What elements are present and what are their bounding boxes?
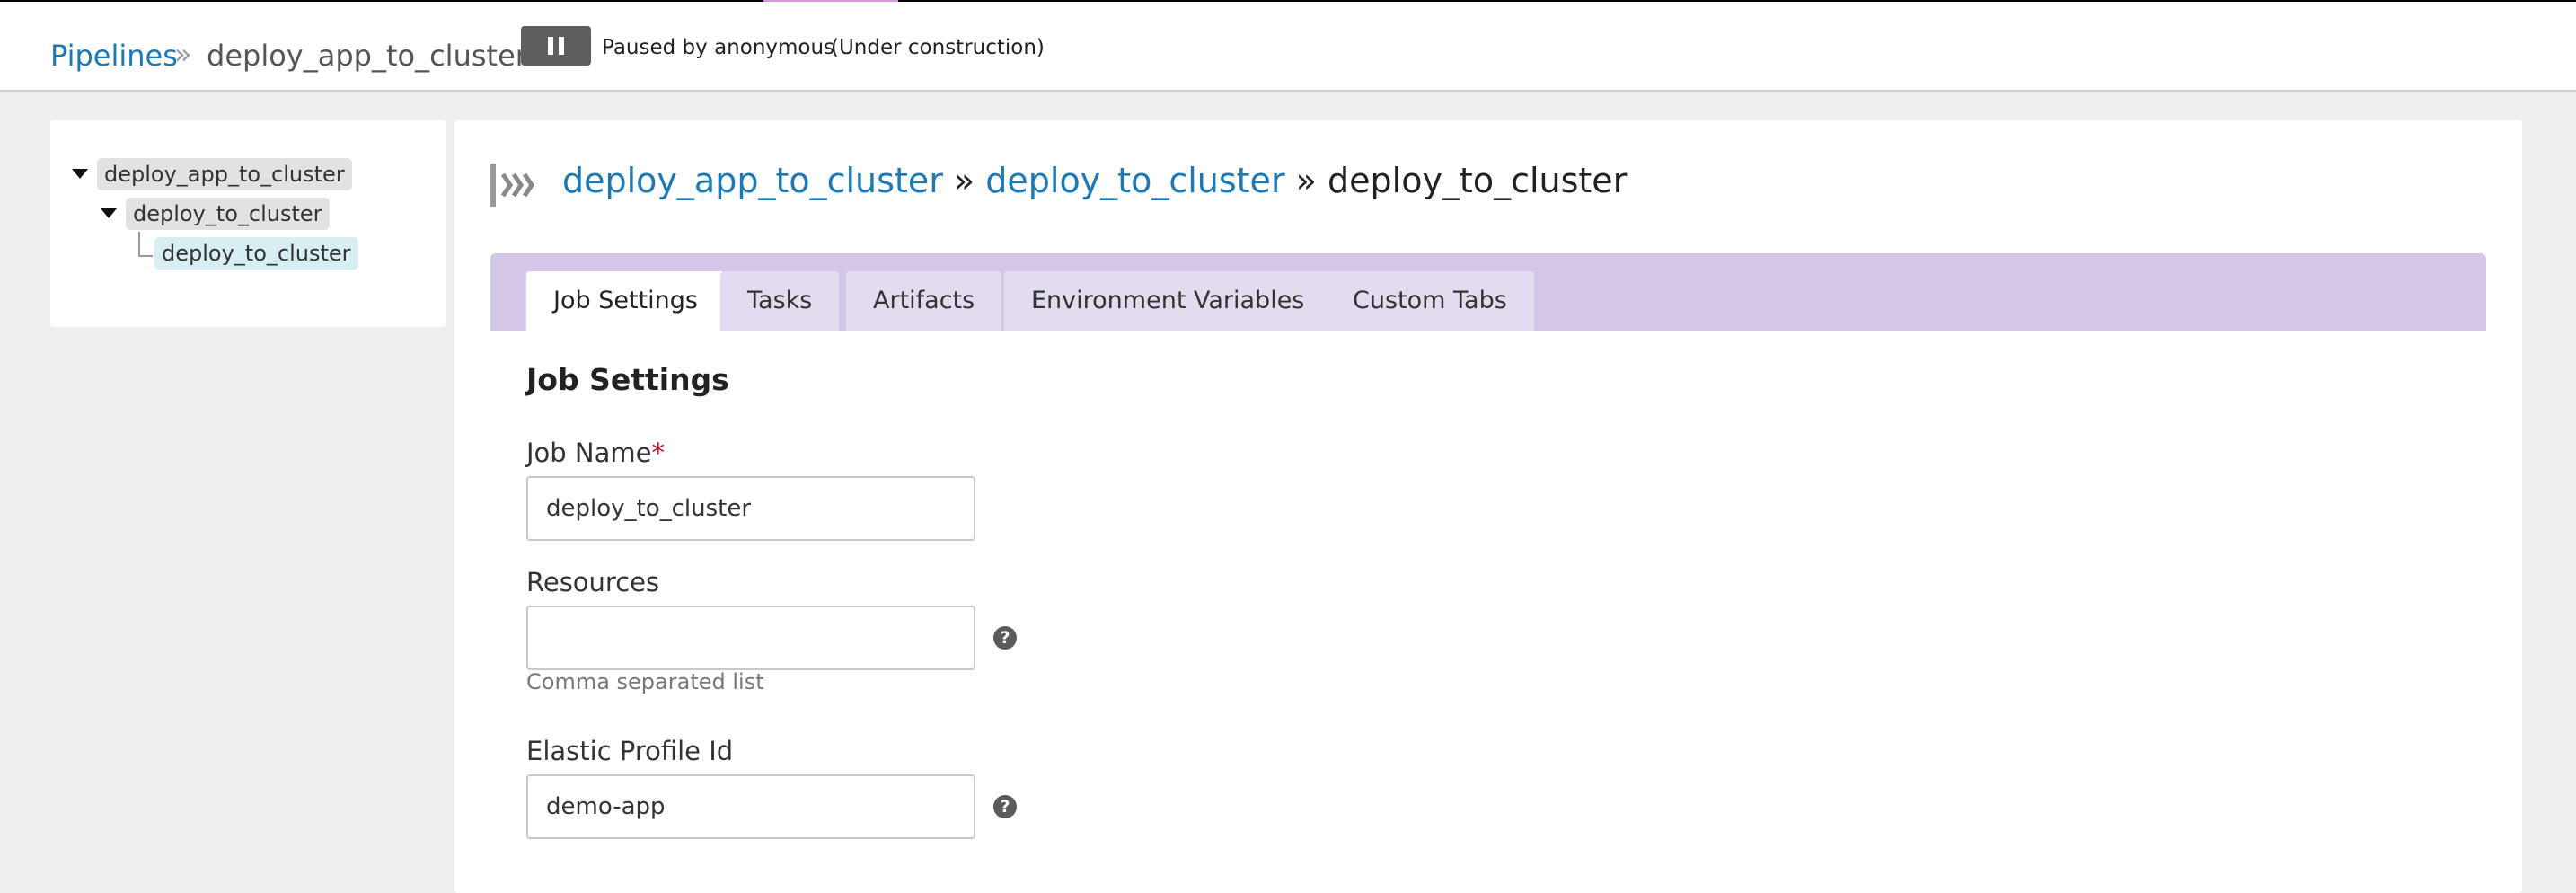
- title-job-name: deploy_to_cluster: [1328, 161, 1628, 200]
- breadcrumb-pipelines-link[interactable]: Pipelines: [50, 39, 178, 73]
- elastic-profile-label: Elastic Profile Id: [526, 736, 734, 766]
- title-separator: »: [953, 161, 975, 200]
- pause-icon-bar: [559, 37, 564, 55]
- tree-connector: [138, 232, 153, 257]
- title-pipeline-link[interactable]: deploy_app_to_cluster: [562, 161, 943, 200]
- job-settings-panel: deploy_app_to_cluster » deploy_to_cluste…: [454, 120, 2522, 893]
- title-stage-link[interactable]: deploy_to_cluster: [985, 161, 1285, 200]
- stage-job-icon: [490, 164, 535, 207]
- help-icon[interactable]: ?: [993, 795, 1017, 818]
- resources-hint: Comma separated list: [526, 669, 764, 694]
- paused-status: Paused by anonymous: [602, 36, 835, 59]
- construction-status: (Under construction): [831, 36, 1045, 59]
- job-name-label-text: Job Name: [526, 438, 652, 468]
- job-name-input[interactable]: [526, 476, 975, 541]
- job-name-label: Job Name*: [526, 437, 665, 469]
- pause-button[interactable]: [521, 26, 591, 66]
- top-border: [0, 0, 2576, 2]
- resources-label: Resources: [526, 567, 660, 597]
- tree-node-stage[interactable]: deploy_to_cluster: [126, 198, 330, 230]
- pipeline-tree-panel: deploy_app_to_cluster deploy_to_cluster …: [50, 120, 446, 327]
- section-title: Job Settings: [526, 362, 729, 397]
- tab-custom-tabs[interactable]: Custom Tabs: [1326, 271, 1534, 331]
- title-separator: »: [1295, 161, 1317, 200]
- tab-job-settings[interactable]: Job Settings: [526, 271, 725, 331]
- page-title: deploy_app_to_cluster » deploy_to_cluste…: [562, 156, 1627, 205]
- elastic-profile-input[interactable]: [526, 774, 975, 839]
- pause-icon: [548, 37, 553, 55]
- tab-tasks[interactable]: Tasks: [720, 271, 840, 331]
- tab-strip: Job Settings Tasks Artifacts Environment…: [490, 253, 2486, 331]
- tree-node-pipeline[interactable]: deploy_app_to_cluster: [97, 158, 352, 190]
- caret-down-icon[interactable]: [72, 169, 88, 179]
- tree-node-job[interactable]: deploy_to_cluster: [154, 237, 358, 270]
- page-header: Pipelines » deploy_app_to_cluster Paused…: [0, 2, 2576, 92]
- breadcrumb-pipeline-name: deploy_app_to_cluster: [207, 39, 527, 73]
- required-mark: *: [651, 438, 665, 468]
- resources-input[interactable]: [526, 606, 975, 670]
- tab-artifacts[interactable]: Artifacts: [846, 271, 1002, 331]
- help-icon[interactable]: ?: [993, 626, 1017, 650]
- tab-environment-variables[interactable]: Environment Variables: [1004, 271, 1332, 331]
- breadcrumb-separator: »: [174, 37, 192, 71]
- caret-down-icon[interactable]: [101, 208, 117, 218]
